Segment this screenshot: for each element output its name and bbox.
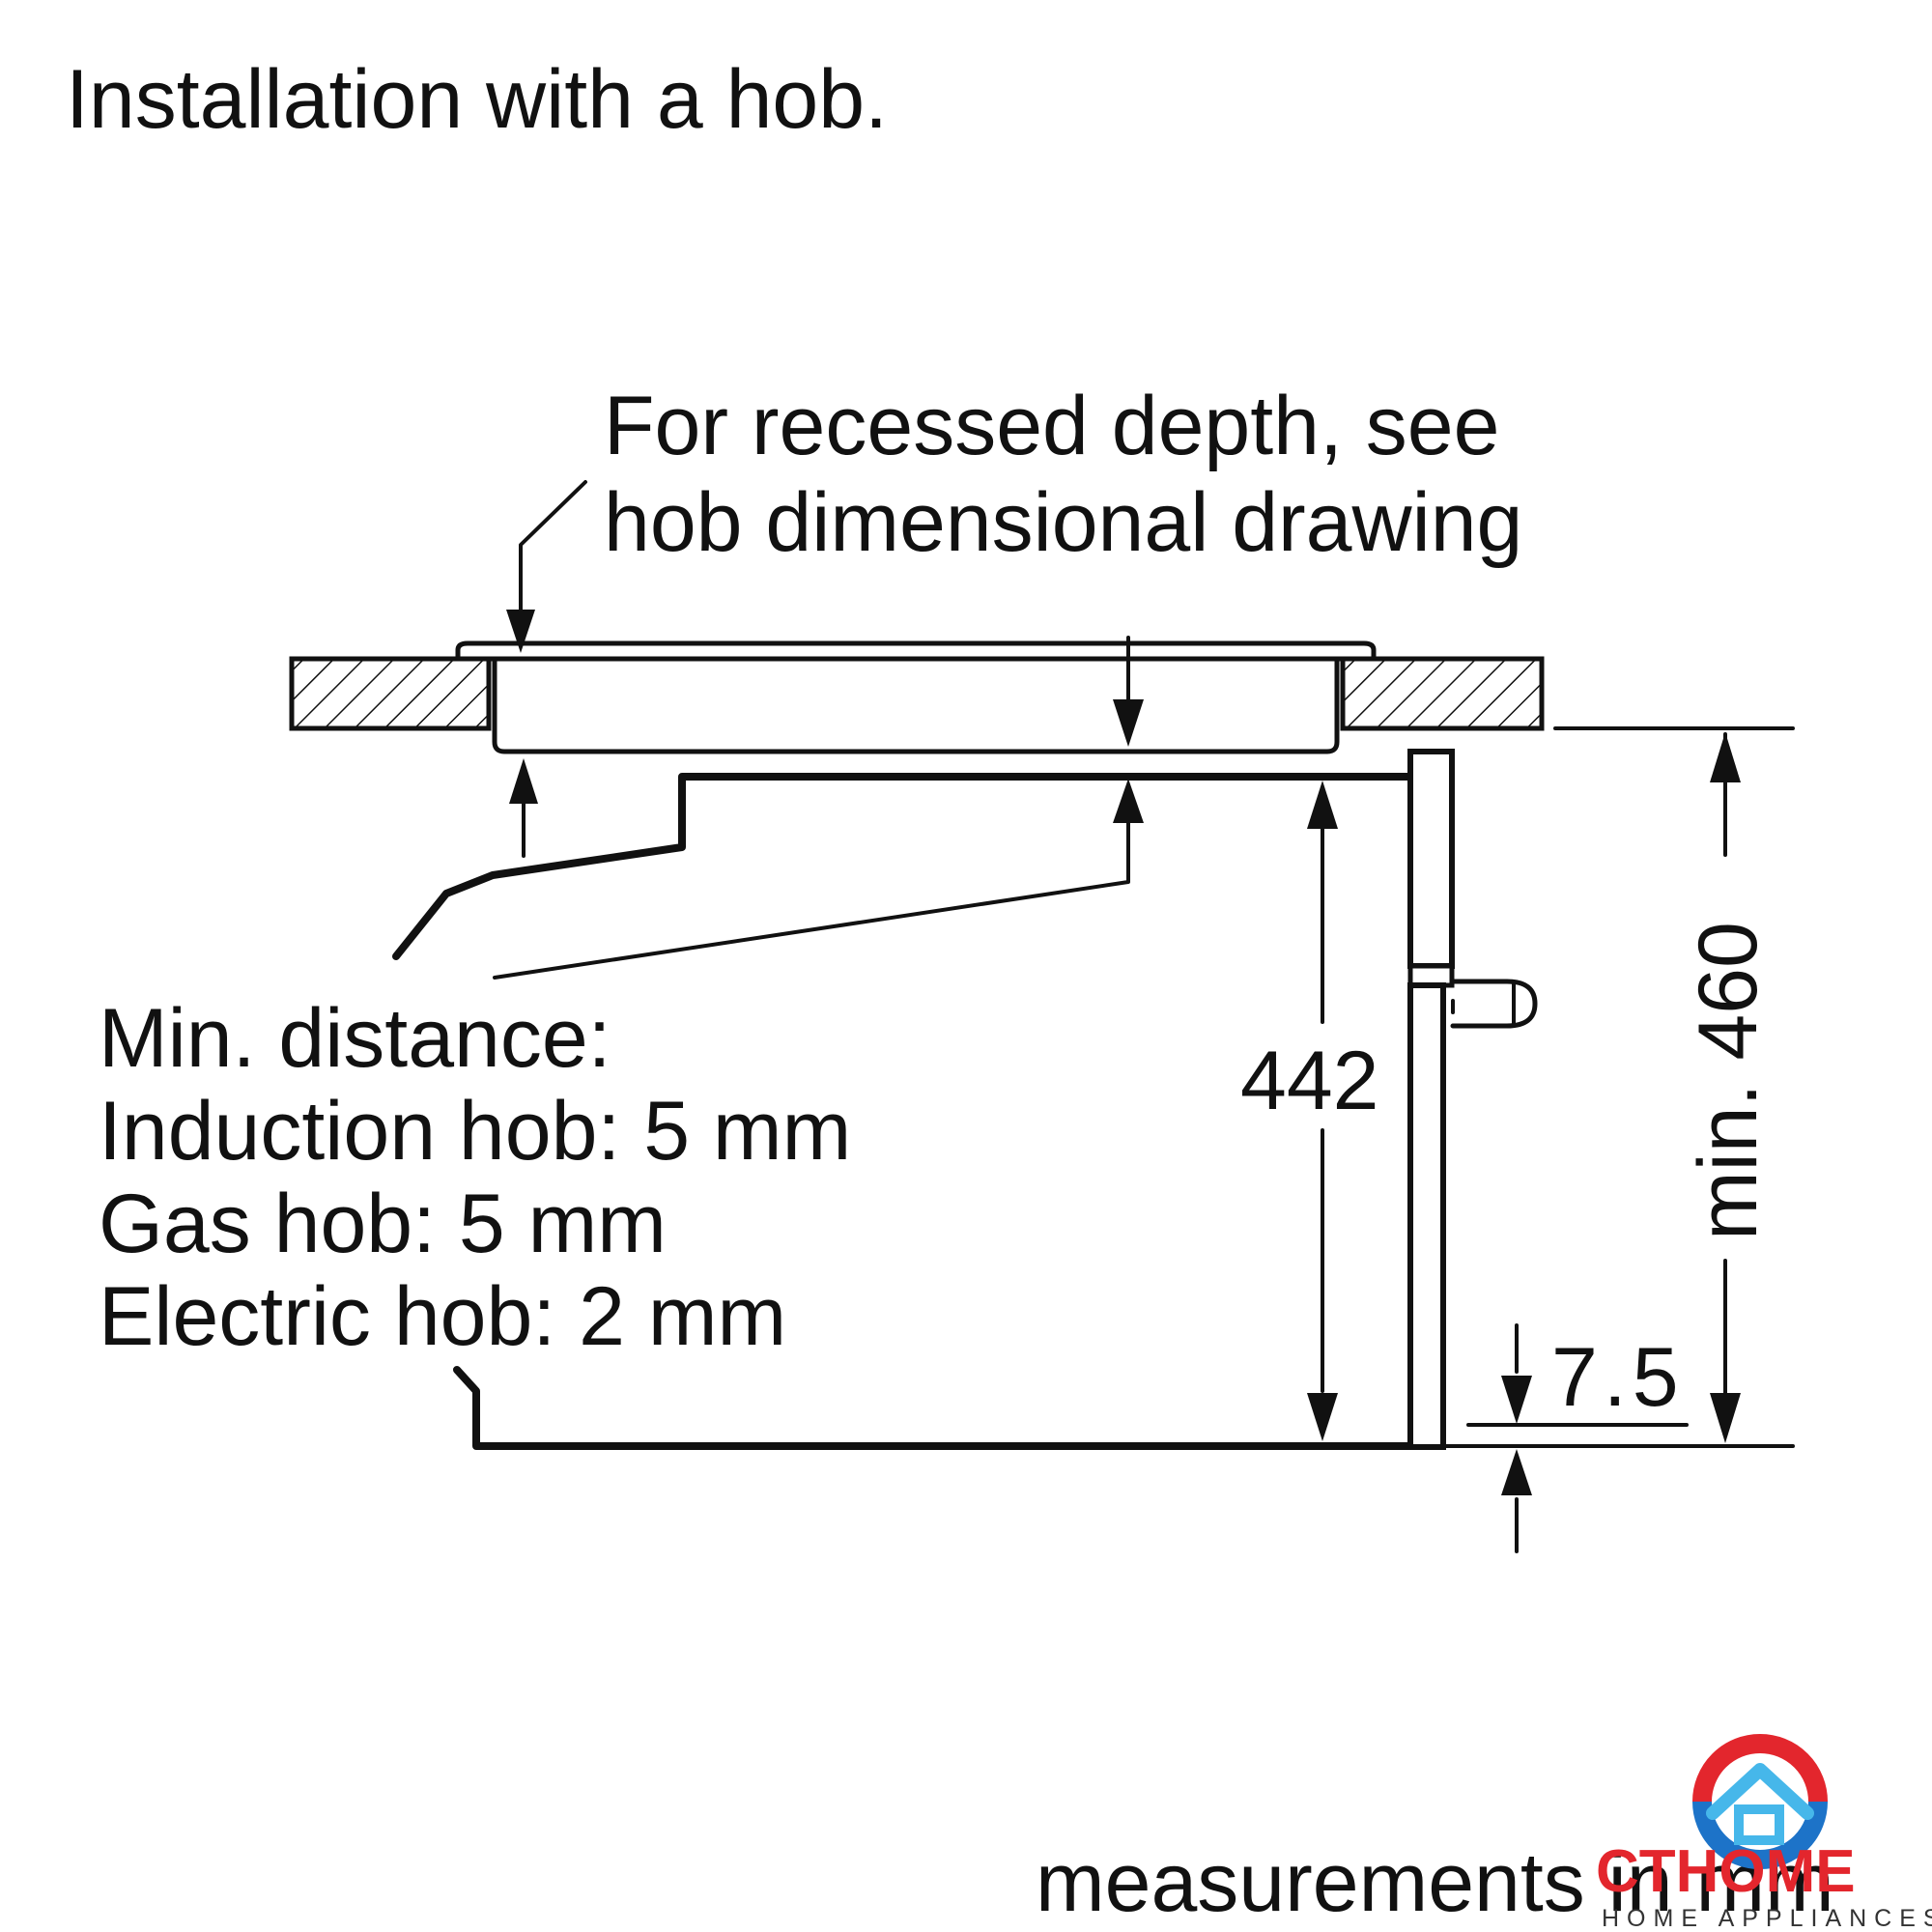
min-distance-arrow-right bbox=[493, 779, 1144, 980]
worktop-left bbox=[289, 656, 492, 731]
min-distance-electric: Electric hob: 2 mm bbox=[99, 1270, 786, 1363]
min-distance-induction: Induction hob: 5 mm bbox=[99, 1085, 851, 1178]
offset-7-5-label: 7.5 bbox=[1551, 1331, 1685, 1424]
page-title: Installation with a hob. bbox=[66, 53, 888, 146]
oven-body bbox=[392, 749, 1538, 1450]
recessed-depth-arrow-top bbox=[1113, 636, 1144, 747]
recessed-depth-leader bbox=[506, 480, 587, 653]
minimum-height-dimension bbox=[1432, 726, 1795, 1448]
measurements-note: measurements in mm bbox=[1036, 1836, 1834, 1929]
height-442-label: 442 bbox=[1240, 1035, 1379, 1127]
height-dimension-442 bbox=[1307, 781, 1338, 1441]
min-distance-heading: Min. distance: bbox=[99, 992, 611, 1085]
hob-body bbox=[455, 640, 1377, 754]
recessed-depth-note-line-1: For recessed depth, see bbox=[604, 380, 1499, 472]
brand-logo-tagline: HOME APPLIANCES bbox=[1602, 1905, 1932, 1932]
min-distance-arrow-left bbox=[509, 758, 538, 858]
min-distance-gas: Gas hob: 5 mm bbox=[99, 1178, 667, 1270]
brand-logo-wordmark: CTHOME bbox=[1596, 1838, 1856, 1905]
worktop-right bbox=[1340, 656, 1545, 731]
recessed-depth-note-line-2: hob dimensional drawing bbox=[604, 476, 1522, 569]
minimum-height-label: min. 460 bbox=[1682, 922, 1775, 1240]
offset-dimension-7-5 bbox=[1466, 1323, 1689, 1553]
brand-logo: CTHOME HOME APPLIANCES bbox=[1596, 1734, 1932, 1932]
